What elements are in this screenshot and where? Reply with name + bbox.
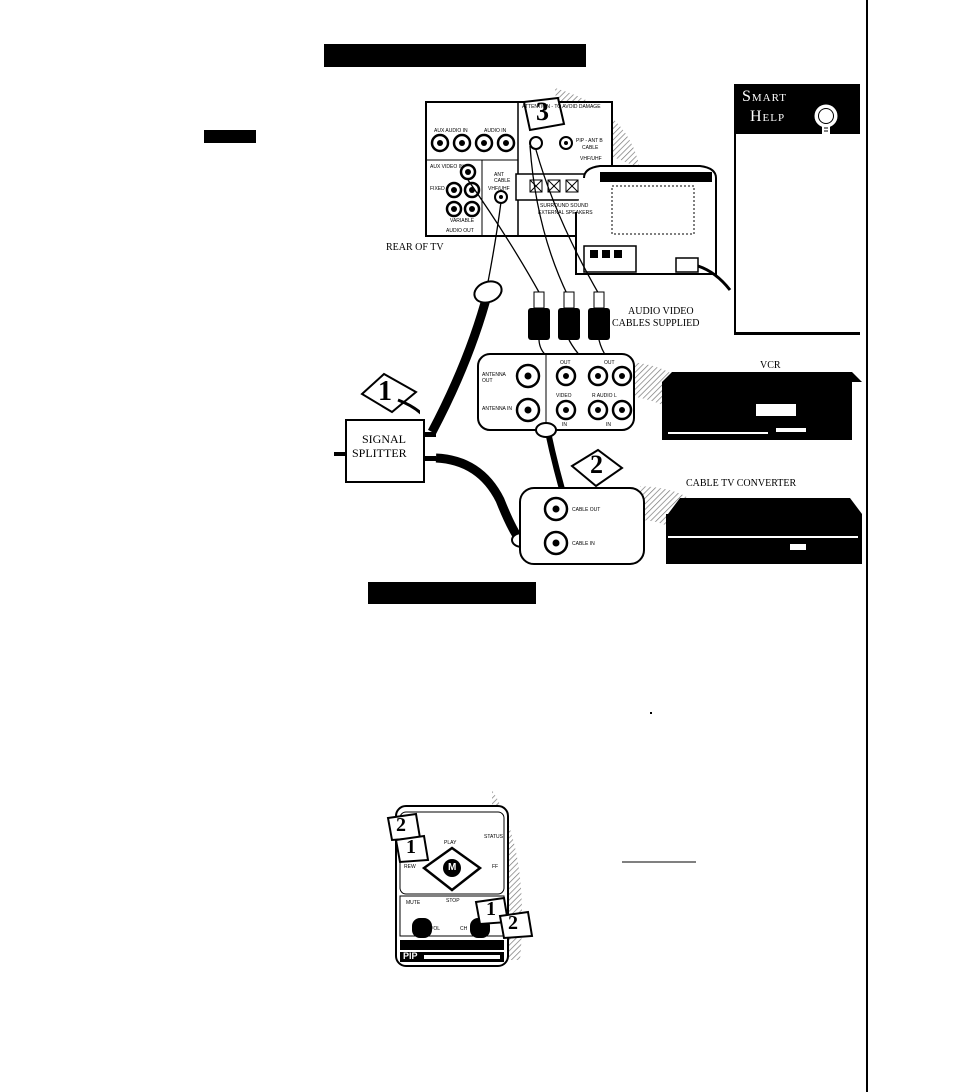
vcr-out-label-1: OUT	[560, 360, 571, 366]
remote-ch-label: CH	[460, 926, 468, 932]
vcr-antenna-out-label: ANTENNA OUT	[482, 372, 506, 384]
tv-variable-label: VARIABLE	[450, 218, 475, 224]
vcr-in-label-1: IN	[562, 422, 567, 428]
tv-attention-label: ATTENTION - TO AVOID DAMAGE	[522, 104, 601, 110]
tv-set-drawing	[575, 165, 732, 291]
tv-aux-audio-jacks	[430, 133, 516, 153]
remote-step-1b-number: 1	[486, 898, 496, 920]
tv-fixed-label: FIXED	[430, 186, 445, 192]
remote-step-1a-number: 1	[406, 836, 416, 858]
signal-splitter-label-1: SIGNAL	[362, 432, 406, 446]
audio-video-cables-label-1: AUDIO VIDEO	[628, 306, 694, 317]
remote-stop-label: STOP	[446, 898, 460, 904]
vcr-audio-label: R AUDIO L	[592, 393, 617, 399]
vcr-antenna-in-label: ANTENNA IN	[482, 406, 513, 412]
tv-pip-ant-label: PIP - ANT B	[576, 138, 603, 144]
smart-help-title-2: Help	[750, 108, 786, 125]
rca-plugs	[528, 291, 610, 340]
smart-help-box: Smart Help	[734, 84, 860, 335]
tv-audio-in-label: AUDIO IN	[484, 128, 507, 134]
rear-of-tv-label: REAR OF TV	[386, 242, 444, 253]
remote-status-label: STATUS	[484, 834, 503, 840]
section-tab	[204, 130, 256, 143]
cable-tv-converter-label: CABLE TV CONVERTER	[686, 478, 797, 489]
step-1-badge: 1	[358, 370, 420, 416]
step-3-badge: 3	[520, 96, 568, 134]
audio-video-cables-label-2: CABLES SUPPLIED	[612, 318, 700, 329]
tv-audio-out-label: AUDIO OUT	[446, 228, 474, 234]
tv-pip-vhf-label: VHF/UHF	[580, 156, 602, 162]
cable-converter-unit	[666, 498, 862, 564]
tv-surround-label: SURROUND SOUND	[540, 203, 589, 209]
step-3-number: 3	[536, 97, 549, 126]
remote-pip-label: PIP	[403, 951, 418, 961]
remote-play-label: PLAY	[444, 840, 457, 846]
converter-cable-in-label: CABLE IN	[572, 541, 595, 547]
remote-step-2b-number: 2	[508, 912, 518, 934]
converter-rear-panel	[519, 487, 645, 565]
remote-step-2a-number: 2	[396, 814, 406, 836]
signal-splitter	[345, 419, 425, 483]
remote-mute-label: MUTE	[406, 900, 421, 906]
vcr-video-label: VIDEO	[556, 393, 572, 399]
middle-bar	[368, 582, 536, 604]
vcr-label: VCR	[760, 360, 781, 371]
remote-vol-label: VOL	[430, 926, 441, 932]
tv-vhf-uhf-label: VHF/UHF	[488, 186, 510, 192]
page-rule	[866, 0, 868, 1092]
smart-help-title-1: Smart	[742, 88, 788, 105]
lightbulb-icon	[814, 104, 838, 134]
smart-help-header	[736, 84, 860, 134]
remote-step-2b-badge: 2	[498, 910, 534, 940]
tv-aux-video-in-label: AUX VIDEO IN	[430, 164, 464, 170]
tv-cable-label: CABLE	[582, 145, 599, 151]
vcr-out-label-2: OUT	[604, 360, 615, 366]
step-2-badge: 2	[568, 446, 626, 490]
step-1-number: 1	[378, 376, 392, 407]
converter-cable-out-label: CABLE OUT	[572, 507, 601, 513]
remote-step-1a-badge: 1	[394, 834, 430, 864]
header-bar	[324, 44, 586, 67]
remote-ff-label: FF	[492, 864, 499, 870]
vcr-unit	[662, 372, 862, 440]
remote-menu-button-label: M	[448, 862, 457, 873]
tv-aux-audio-in-label: AUX AUDIO IN	[434, 128, 468, 134]
step-2-number: 2	[590, 450, 603, 479]
remote-rew-label: REW	[404, 864, 416, 870]
vcr-in-label-2: IN	[606, 422, 611, 428]
tv-ant-cable-label: ANT CABLE	[494, 172, 511, 184]
tv-external-speakers-label: EXTERNAL SPEAKERS	[538, 210, 593, 216]
signal-splitter-label-2: SPLITTER	[352, 446, 407, 460]
